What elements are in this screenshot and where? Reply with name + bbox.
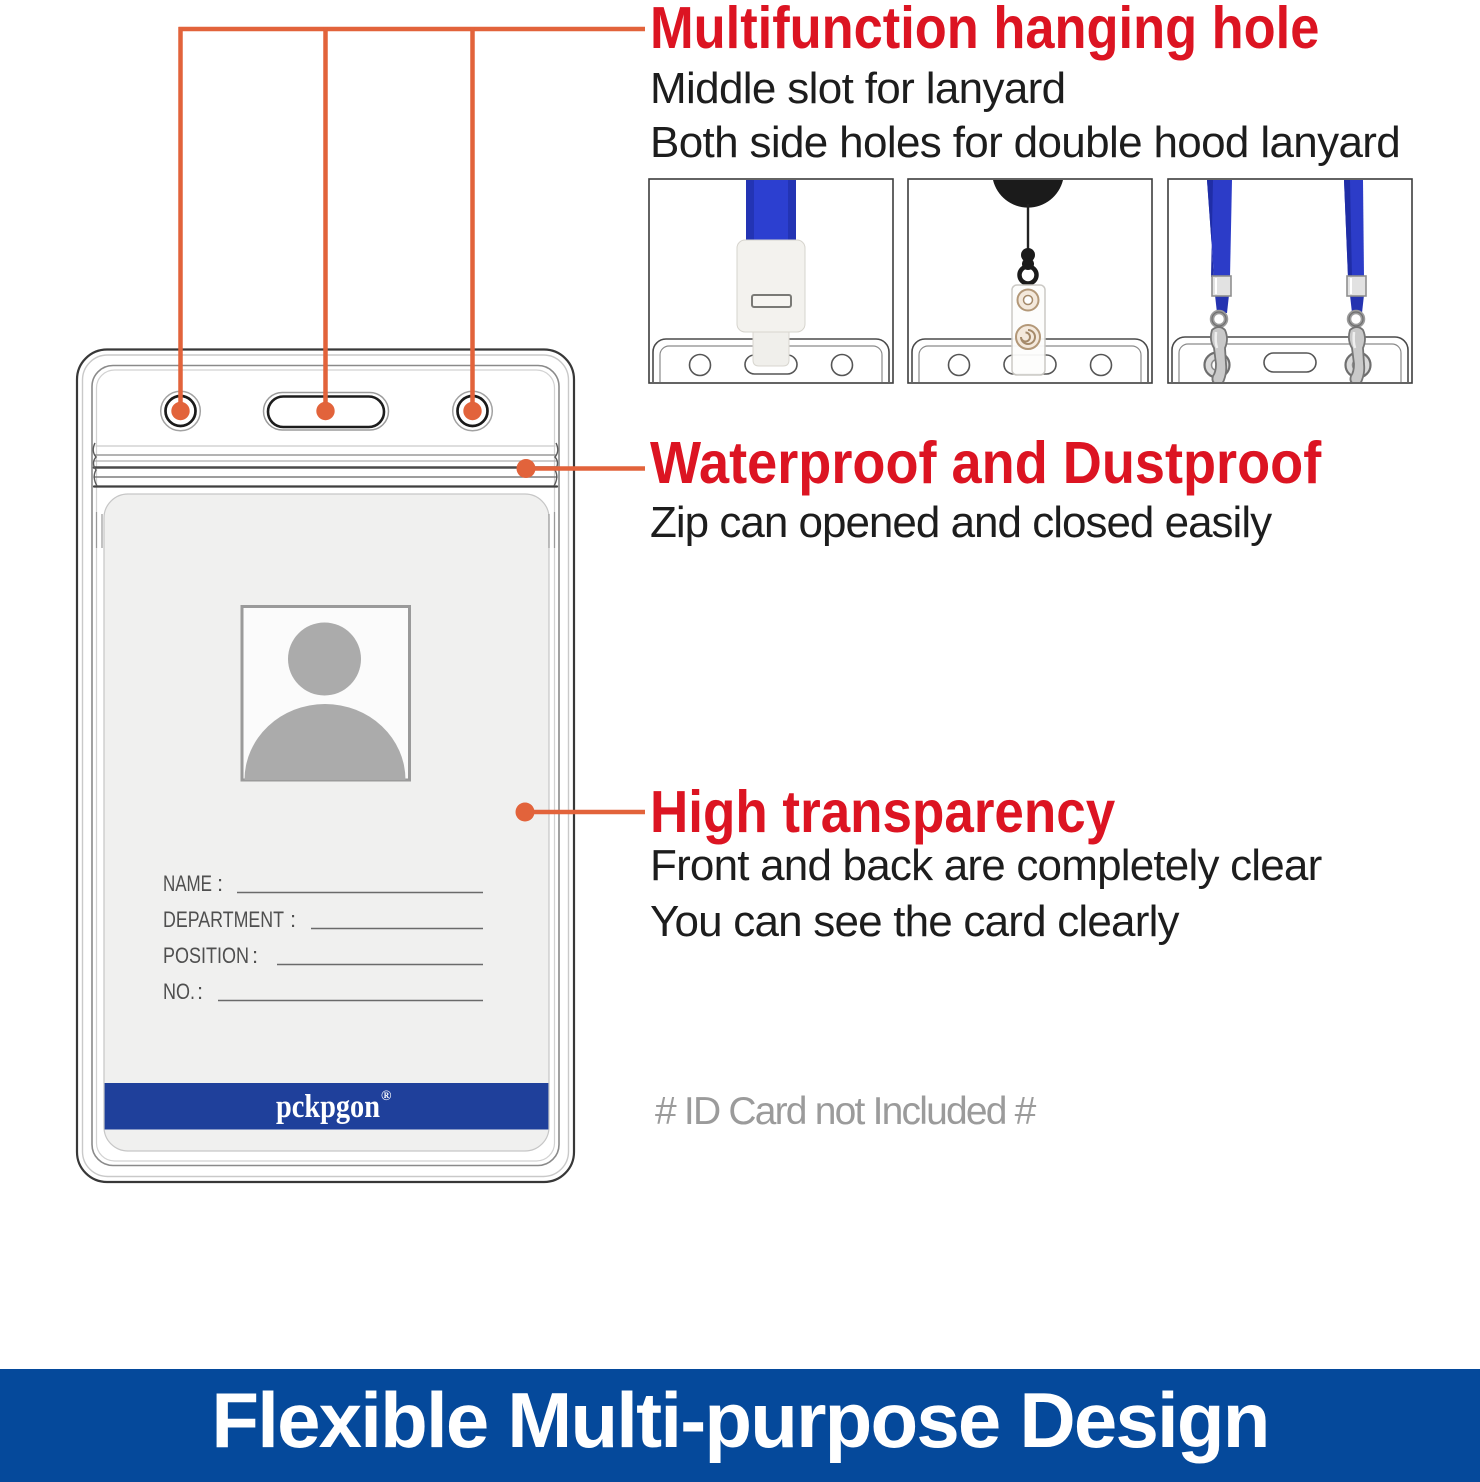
svg-text:pckpgon: pckpgon bbox=[276, 1089, 380, 1125]
svg-text::: : bbox=[197, 979, 203, 1004]
svg-text:NO.: NO. bbox=[163, 979, 195, 1004]
svg-text:®: ® bbox=[381, 1089, 392, 1104]
svg-text:POSITION: POSITION bbox=[163, 943, 249, 968]
svg-text:DEPARTMENT: DEPARTMENT bbox=[163, 907, 284, 932]
svg-text::: : bbox=[290, 907, 296, 932]
svg-text::: : bbox=[217, 871, 223, 896]
svg-text::: : bbox=[252, 943, 258, 968]
svg-text:NAME: NAME bbox=[163, 871, 212, 896]
